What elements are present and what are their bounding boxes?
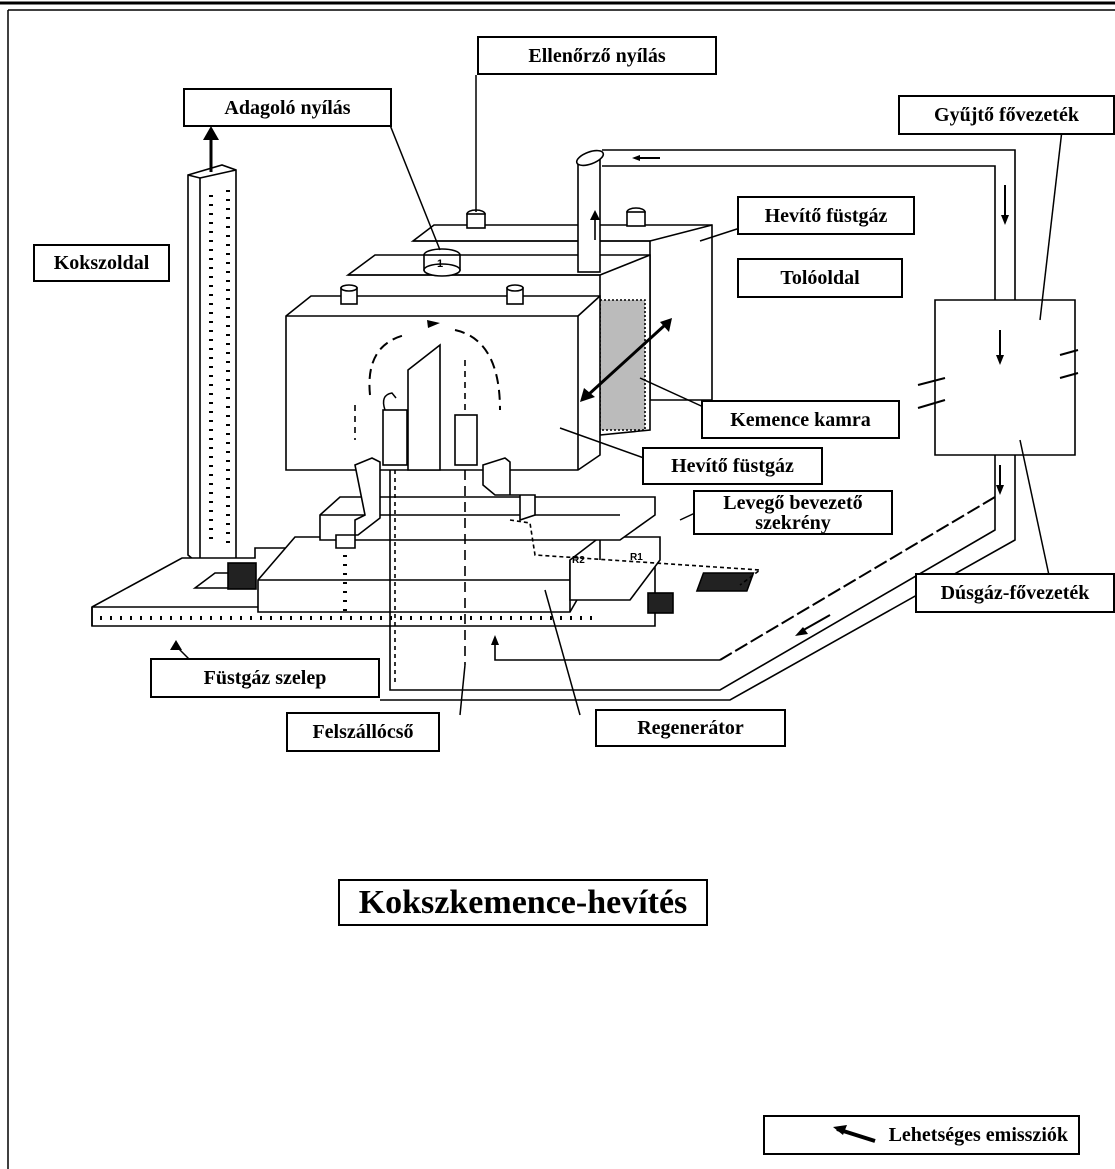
mark-r1: R1 [630, 552, 643, 563]
legend-box: Lehetséges emissziók [763, 1115, 1080, 1155]
label-gyujto-fovezetek: Gyűjtő fővezeték [898, 95, 1115, 135]
label-hevito-fustgaz-top: Hevítő füstgáz [737, 196, 915, 235]
emission-arrow-icon [831, 1123, 881, 1147]
legend-text: Lehetséges emissziók [889, 1125, 1068, 1145]
riser-pipe [575, 148, 605, 272]
label-fustgaz-szelep: Füstgáz szelep [150, 658, 380, 698]
label-kemence-kamra: Kemence kamra [701, 400, 900, 439]
label-kokszoldal: Kokszoldal [33, 244, 170, 282]
main-pipe-junction [918, 300, 1078, 495]
mark-r2: R2 [572, 555, 585, 566]
valve-box-right [648, 593, 673, 613]
diagram-title: Kokszkemence-hevítés [338, 879, 708, 926]
label-ellenorzo-nyilas: Ellenőrző nyílás [477, 36, 717, 75]
label-toloolal: Tolóoldal [737, 258, 903, 298]
cap-number: 1 [437, 258, 443, 270]
regenerator-block [258, 537, 660, 612]
front-oven-chamber [286, 285, 600, 470]
label-felszallocso: Felszállócső [286, 712, 440, 752]
label-regenerator: Regenerátor [595, 709, 786, 747]
label-hevito-fustgaz-mid: Hevítő füstgáz [642, 447, 823, 485]
chimney [188, 165, 236, 565]
label-dusgaz-fovezetek: Dúsgáz-fővezeték [915, 573, 1115, 613]
valve-box-left [228, 563, 256, 589]
label-adagolo-nyilas: Adagoló nyílás [183, 88, 392, 127]
